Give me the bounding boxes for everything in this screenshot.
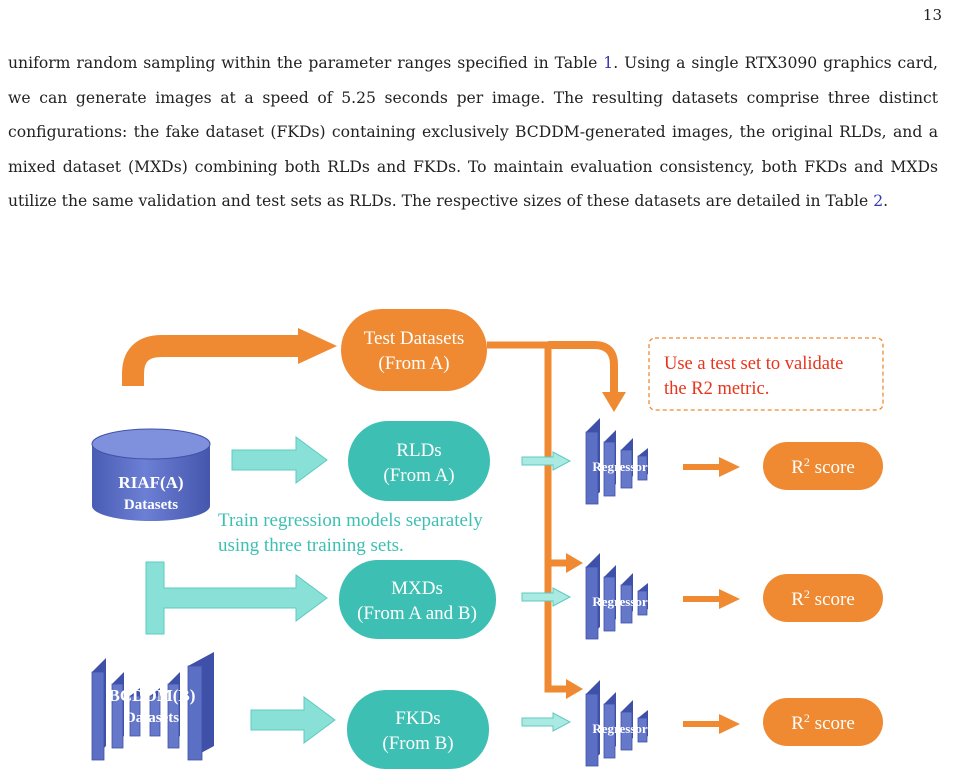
test-split-arrow — [122, 328, 337, 386]
score-arrow-1 — [683, 457, 740, 477]
score-arrow-2 — [683, 589, 740, 609]
fkds-node: FKDs (From B) — [347, 690, 489, 769]
test-distribution-lines — [487, 341, 626, 699]
feed-arrow-mxds — [521, 587, 572, 607]
rlds-label: RLDs — [396, 440, 441, 461]
r2-score-label-3: R2 score — [791, 711, 855, 734]
train-note: Train regression models separately using… — [218, 510, 483, 556]
table-ref-link-2[interactable]: 2 — [873, 192, 884, 211]
riaf-label: RIAF(A) — [118, 473, 183, 492]
regressor-2-label: Regressor — [592, 594, 648, 609]
rlds-node: RLDs (From A) — [348, 421, 490, 501]
riaf-sublabel: Datasets — [124, 497, 178, 513]
test-datasets-node: Test Datasets (From A) — [341, 309, 487, 391]
r2-score-label-2: R2 score — [791, 587, 855, 610]
note-line-2: the R2 metric. — [664, 379, 769, 399]
paragraph-text-3: . — [883, 192, 889, 211]
body-paragraph: uniform random sampling within the param… — [8, 46, 938, 219]
r2-score-node-3: R2 score — [763, 698, 883, 746]
pipeline-diagram: Test Datasets (From A) Use a test set to… — [91, 309, 884, 769]
paragraph-text-1: uniform random sampling within the param… — [8, 54, 604, 72]
paragraph-text-2: . Using a single RTX3090 graphics card, … — [8, 54, 938, 211]
mxds-source: (From A and B) — [357, 603, 477, 624]
feed-arrow-rlds — [521, 451, 572, 471]
train-note-line-1: Train regression models separately — [218, 510, 483, 531]
regressor-3-icon: Regressor — [585, 680, 648, 767]
train-arrow-rlds — [231, 436, 328, 484]
score-arrow-3 — [683, 714, 740, 734]
mxds-node: MXDs (From A and B) — [339, 560, 496, 639]
page-number: 13 — [922, 6, 942, 24]
fkds-label: FKDs — [395, 708, 440, 729]
train-arrow-fkds — [250, 696, 336, 744]
bcddm-sublabel: Datasets — [125, 710, 179, 726]
mxds-label: MXDs — [391, 578, 443, 599]
r2-score-node-1: R2 score — [763, 442, 883, 490]
note-line-1: Use a test set to validate — [664, 354, 843, 374]
validation-note: Use a test set to validate the R2 metric… — [648, 337, 884, 411]
test-datasets-source: (From A) — [378, 353, 449, 374]
fkds-source: (From B) — [382, 733, 453, 754]
bcddm-label: BCDDM(B) — [109, 686, 196, 705]
feed-arrow-fkds — [521, 712, 572, 732]
r2-score-label-1: R2 score — [791, 455, 855, 478]
riaf-database-icon: RIAF(A) Datasets — [91, 428, 211, 521]
regressor-1-label: Regressor — [592, 459, 648, 474]
train-arrow-mxds — [145, 561, 328, 635]
rlds-source: (From A) — [383, 465, 454, 486]
table-ref-link-1[interactable]: 1 — [603, 54, 614, 72]
bcddm-network-icon: BCDDM(B) Datasets — [91, 652, 214, 761]
regressor-2-icon: Regressor — [585, 553, 648, 640]
r2-score-node-2: R2 score — [763, 574, 883, 622]
train-note-line-2: using three training sets. — [218, 535, 404, 556]
regressor-3-label: Regressor — [592, 721, 648, 736]
test-datasets-label: Test Datasets — [364, 328, 465, 349]
regressor-1-icon: Regressor — [585, 418, 648, 505]
